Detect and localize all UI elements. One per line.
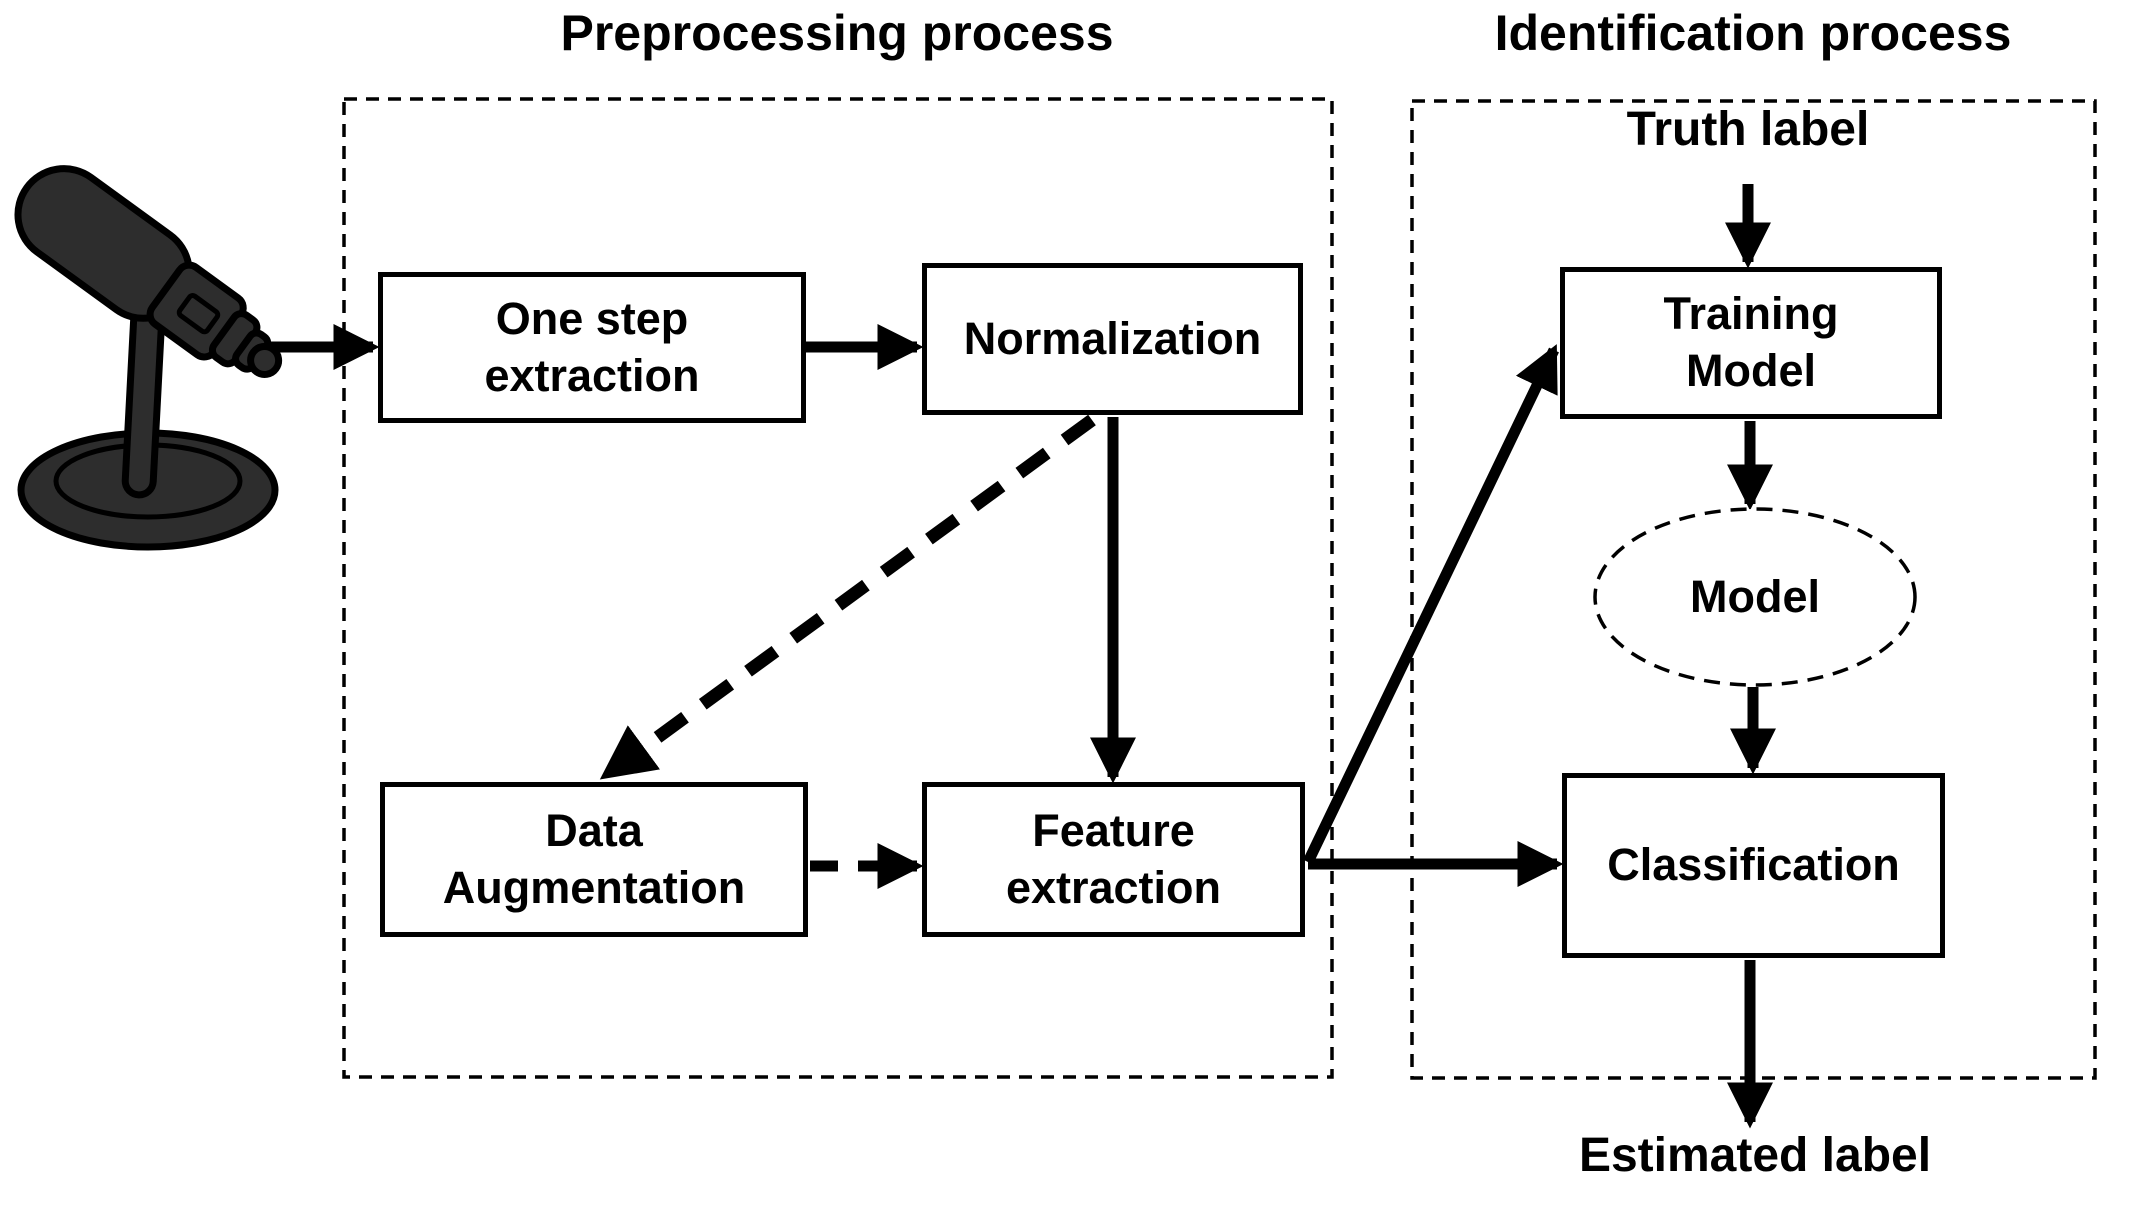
microphone-switch [176, 293, 221, 335]
node-one-step-extraction: One step extraction [378, 272, 806, 423]
arrow-normalization-to-data-augmentation [599, 414, 1096, 781]
identification-section-title: Identification process [1494, 5, 2012, 61]
preprocessing-section-title: Preprocessing process [560, 5, 1114, 61]
arrow-feature-extraction-to-training-model [1303, 344, 1559, 865]
preprocessing-container-border [342, 97, 1334, 1079]
microphone-tip [247, 342, 283, 378]
microphone-icon [14, 165, 283, 551]
model-ellipse [1593, 507, 1917, 687]
identification-container-border [1410, 99, 2097, 1080]
node-classification: Classification [1562, 773, 1945, 958]
node-normalization: Normalization [922, 263, 1303, 415]
node-training-model: Training Model [1560, 267, 1942, 419]
estimated-label: Estimated label [1578, 1129, 1932, 1182]
node-feature-extraction: Feature extraction [922, 782, 1305, 937]
node-data-augmentation: Data Augmentation [380, 782, 808, 937]
node-model-label: Model [1690, 571, 1820, 622]
truth-label: Truth label [1626, 103, 1870, 156]
